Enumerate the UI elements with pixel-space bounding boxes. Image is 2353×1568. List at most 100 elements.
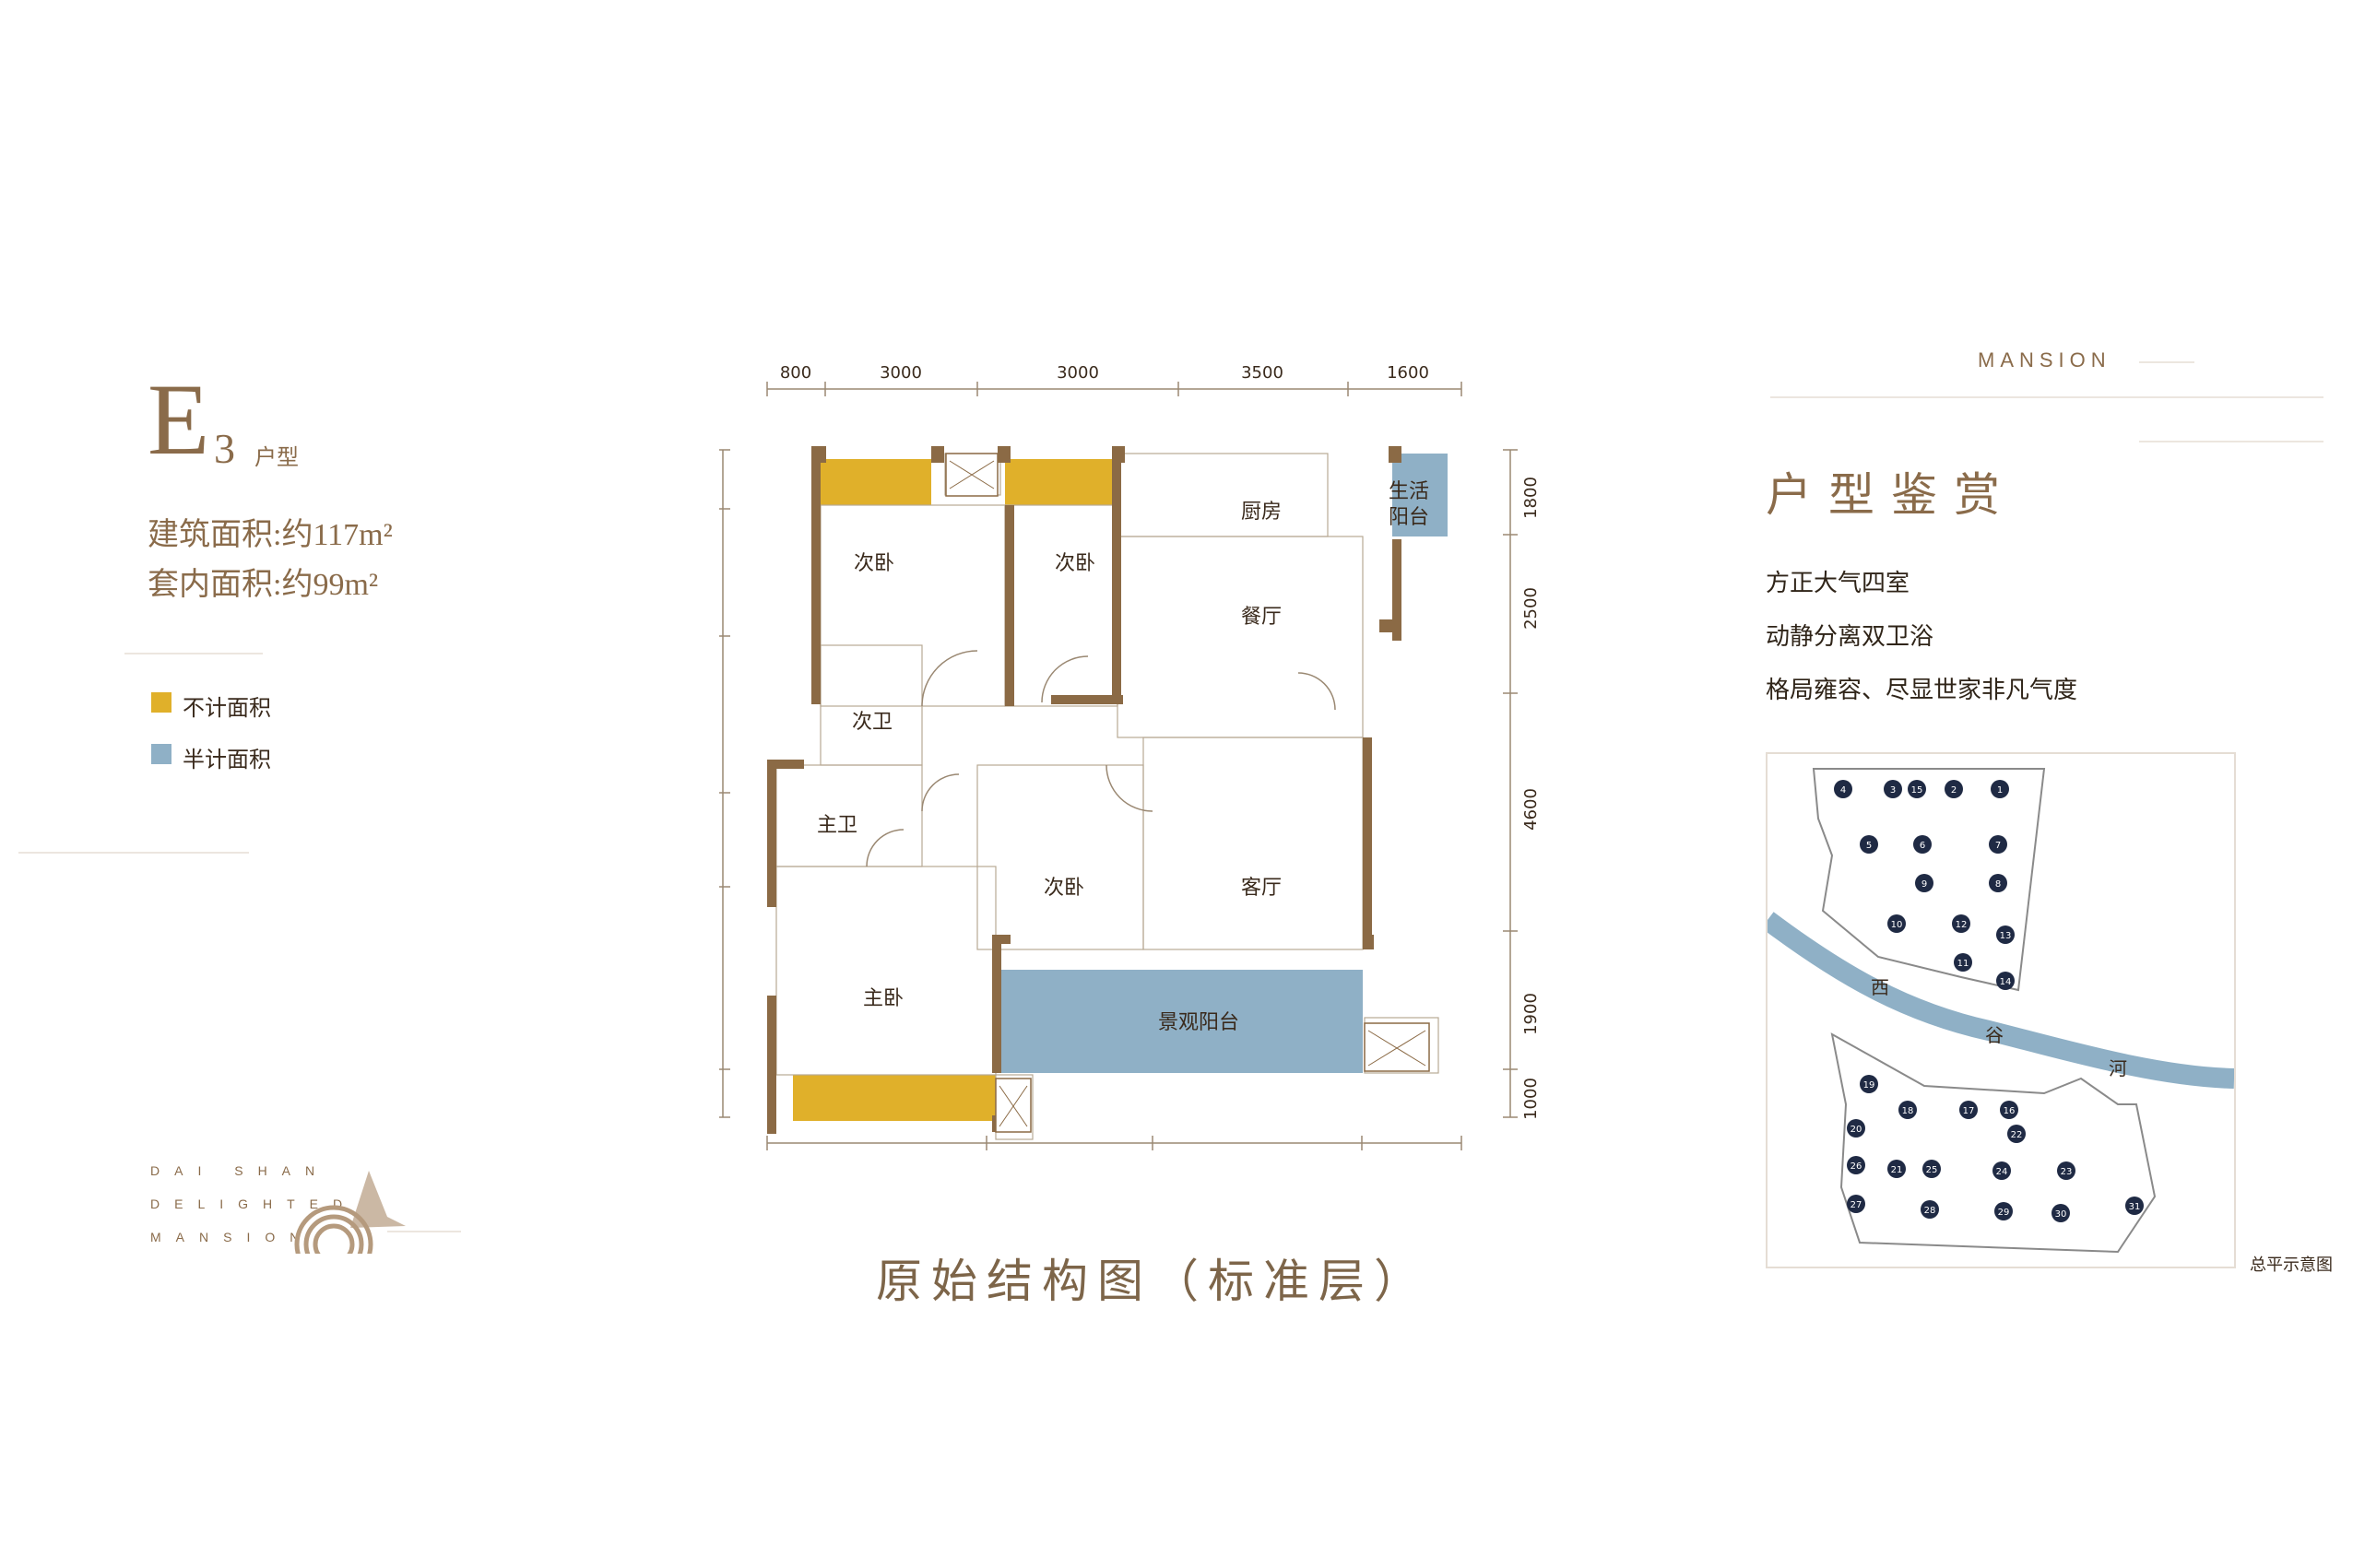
room-view-balcony: 景观阳台: [1158, 1011, 1239, 1034]
site-building-marker: [1989, 874, 2007, 892]
site-building-marker: [2051, 1204, 2070, 1222]
site-building-marker: [1954, 953, 1972, 972]
site-building-label: 18: [1902, 1106, 1914, 1116]
site-building-label: 17: [1963, 1106, 1975, 1116]
site-building-label: 31: [2129, 1202, 2141, 1212]
site-building-label: 6: [1920, 841, 1925, 851]
site-building-label: 30: [2055, 1209, 2067, 1220]
site-building-label: 15: [1911, 785, 1923, 796]
site-building-marker: [1959, 1101, 1978, 1119]
site-building-marker: [1994, 1202, 2013, 1220]
dim-right-2: 2500: [1521, 587, 1541, 630]
brand-line-3: MANSION: [150, 1230, 314, 1244]
room-master-bath: 主卫: [817, 814, 857, 837]
interior-area: 套内面积:约99m²: [148, 568, 379, 602]
site-building-marker: [1887, 1160, 1906, 1178]
dim-top-3: 3000: [1057, 363, 1099, 383]
site-building-label: 29: [1998, 1208, 2010, 1218]
room-master-bedroom: 主卧: [863, 987, 904, 1010]
site-building-marker: [1991, 780, 2009, 798]
room-kitchen: 厨房: [1241, 501, 1282, 524]
site-building-label: 1: [1997, 785, 2003, 796]
south-cluster-outline: [1830, 1032, 2157, 1254]
site-building-label: 28: [1924, 1206, 1936, 1216]
site-building-label: 7: [1995, 841, 2001, 851]
legend-swatch-halfarea: [151, 744, 171, 764]
mountain-logo-icon: [294, 1171, 461, 1254]
legend-swatch-unarea: [151, 692, 171, 713]
site-building-label: 19: [1863, 1080, 1875, 1091]
site-building-marker: [1913, 835, 1932, 854]
river-char-2: 谷: [1985, 1024, 2004, 1046]
brand-line-1: DAI SHAN: [150, 1163, 330, 1178]
divider: [124, 653, 263, 654]
plan-caption: 原始结构图（标准层）: [876, 1256, 1429, 1307]
site-building-marker: [1847, 1195, 1865, 1213]
site-building-label: 2: [1951, 785, 1957, 796]
site-building-marker: [1989, 835, 2007, 854]
site-building-marker: [1996, 972, 2015, 990]
site-building-marker: [1996, 925, 2015, 944]
site-building-marker: [1834, 780, 1852, 798]
dim-right-1: 1800: [1521, 477, 1541, 519]
dim-top-2: 3000: [880, 363, 922, 383]
site-building-label: 4: [1840, 785, 1846, 796]
dim-top-1: 800: [780, 363, 811, 383]
site-caption: 总平示意图: [2250, 1256, 2333, 1275]
site-building-label: 3: [1890, 785, 1896, 796]
site-building-marker: [2000, 1101, 2018, 1119]
site-building-marker: [1847, 1119, 1865, 1138]
building-area: 建筑面积:约117m²: [148, 518, 393, 552]
site-building-label: 8: [1995, 879, 2001, 890]
divider: [18, 852, 249, 854]
site-building-marker: [1945, 780, 1963, 798]
site-building-label: 9: [1921, 879, 1927, 890]
divider: [1770, 396, 2323, 398]
halfarea-view-balcony: [996, 970, 1363, 1073]
legend-label-halfarea: 半计面积: [183, 747, 271, 772]
room-dining: 餐厅: [1241, 606, 1282, 629]
site-building-label: 23: [2061, 1167, 2073, 1177]
unit-letter: E: [148, 363, 210, 476]
right-title: 户型鉴赏: [1766, 469, 2016, 521]
site-building-marker: [1921, 1200, 1939, 1219]
site-building-marker: [1898, 1101, 1917, 1119]
site-building-marker: [1922, 1160, 1941, 1178]
site-building-label: 26: [1850, 1161, 1862, 1172]
unit-type-label: 户型: [254, 446, 299, 470]
brand-line-2: DELIGHTED: [150, 1197, 358, 1211]
site-building-marker: [1884, 780, 1902, 798]
site-building-label: 16: [2004, 1106, 2016, 1116]
divider: [2139, 441, 2323, 442]
divider: [2139, 361, 2194, 363]
unarea-top-left: [821, 459, 931, 505]
site-building-label: 24: [1996, 1167, 2008, 1177]
site-building-label: 14: [2000, 977, 2012, 987]
site-building-label: 22: [2011, 1130, 2023, 1140]
room-living: 客厅: [1241, 877, 1282, 900]
site-building-label: 12: [1956, 920, 1968, 930]
unarea-top-middle: [1005, 459, 1117, 505]
site-building-marker: [1915, 874, 1933, 892]
site-building-marker: [2057, 1161, 2075, 1180]
site-building-label: 20: [1850, 1125, 1862, 1135]
site-building-marker: [1860, 1075, 1878, 1093]
room-bedroom-a: 次卧: [854, 552, 894, 575]
floor-plan: 800 3000 3000 3500 1600 3800 2800 3900 1…: [719, 363, 1541, 1150]
dim-top-5: 1600: [1387, 363, 1429, 383]
room-second-bath: 次卫: [852, 711, 893, 734]
site-building-label: 21: [1891, 1165, 1903, 1175]
feature-1: 方正大气四室: [1766, 570, 1910, 597]
site-building-marker: [1992, 1161, 2011, 1180]
site-building-label: 11: [1957, 959, 1969, 969]
unarea-bottom: [793, 1075, 996, 1121]
room-bedroom-b: 次卧: [1055, 552, 1095, 575]
site-building-marker: [1887, 914, 1906, 933]
dim-right-5: 1000: [1521, 1078, 1541, 1120]
river-char-3: 河: [2109, 1057, 2127, 1079]
unit-number: 3: [214, 425, 235, 472]
site-building-label: 10: [1891, 920, 1903, 930]
site-building-marker: [1847, 1156, 1865, 1174]
